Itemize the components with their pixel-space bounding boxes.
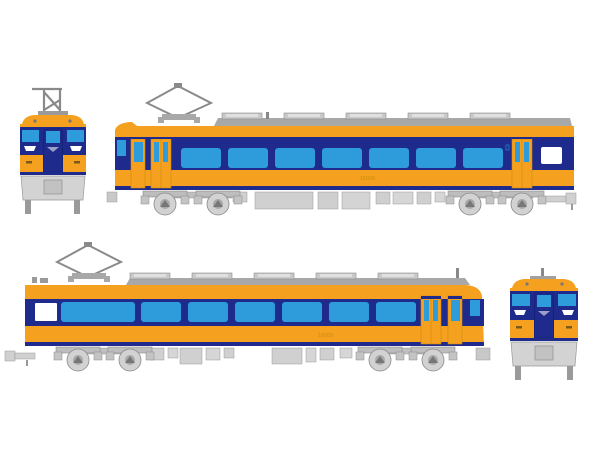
pantograph-icon	[144, 83, 214, 123]
bottom-car-number: 16000	[318, 333, 334, 339]
pantograph-icon	[32, 87, 68, 116]
pantograph-icon	[54, 242, 124, 282]
bottom-front-view	[510, 268, 578, 380]
top-front-view	[20, 87, 86, 214]
top-car-number: 16000	[360, 176, 376, 182]
bottom-side-car	[4, 242, 491, 372]
top-side-car	[106, 83, 577, 216]
